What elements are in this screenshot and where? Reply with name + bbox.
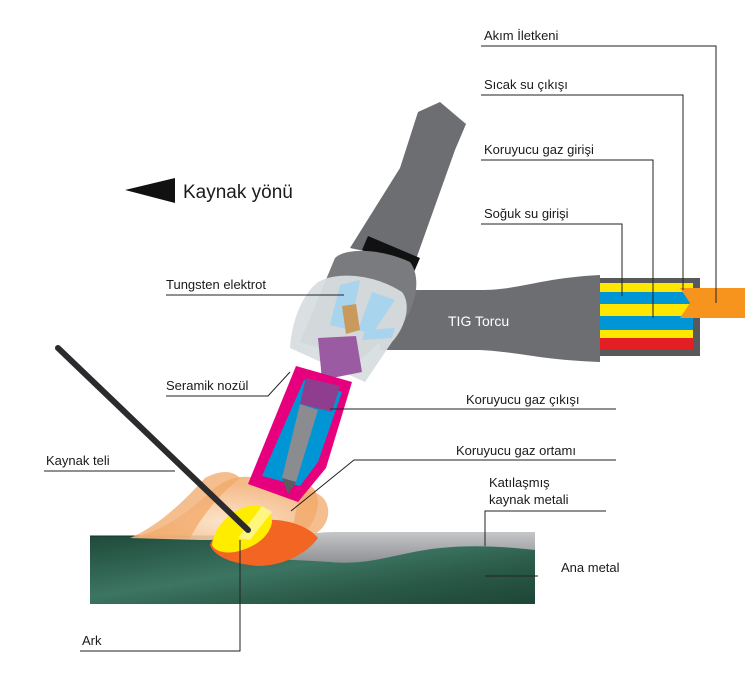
label-base-metal: Ana metal	[561, 560, 620, 575]
welding-direction-label: Kaynak yönü	[183, 182, 293, 203]
torch-handle	[380, 275, 600, 362]
label-shielding-gas-inlet: Koruyucu gaz girişi	[484, 142, 594, 157]
label-solidified-line1: Katılaşmış	[489, 475, 550, 490]
power-conductor	[680, 288, 745, 318]
label-solidified-line2: kaynak metali	[489, 492, 569, 507]
label-current-conductor: Akım İletkeni	[484, 28, 559, 43]
tungsten-electrode	[282, 404, 318, 482]
label-shielding-gas-outlet: Koruyucu gaz çıkışı	[466, 392, 579, 407]
label-ceramic-nozzle: Seramik nozül	[166, 378, 248, 393]
torch-hoses	[596, 278, 745, 356]
torch-back-cap	[350, 102, 466, 262]
electrode-holder	[342, 304, 360, 334]
label-filler-wire: Kaynak teli	[46, 453, 110, 468]
solidified-weld-metal	[255, 532, 535, 563]
collet-body	[318, 336, 362, 380]
leader-lines-left	[44, 294, 344, 652]
label-tungsten-electrode: Tungsten elektrot	[166, 277, 266, 292]
welding-direction-arrow	[125, 178, 175, 203]
label-arc: Ark	[82, 633, 102, 648]
leader-lines-right	[290, 45, 717, 577]
label-cold-water-inlet: Soğuk su girişi	[484, 206, 569, 221]
filler-wire	[55, 345, 251, 533]
torch-label: TIG Torcu	[448, 313, 509, 329]
label-shielding-gas-atmosphere: Koruyucu gaz ortamı	[456, 443, 576, 458]
shielding-gas-plume-left	[130, 472, 240, 538]
label-hot-water-outlet: Sıcak su çıkışı	[484, 77, 568, 92]
